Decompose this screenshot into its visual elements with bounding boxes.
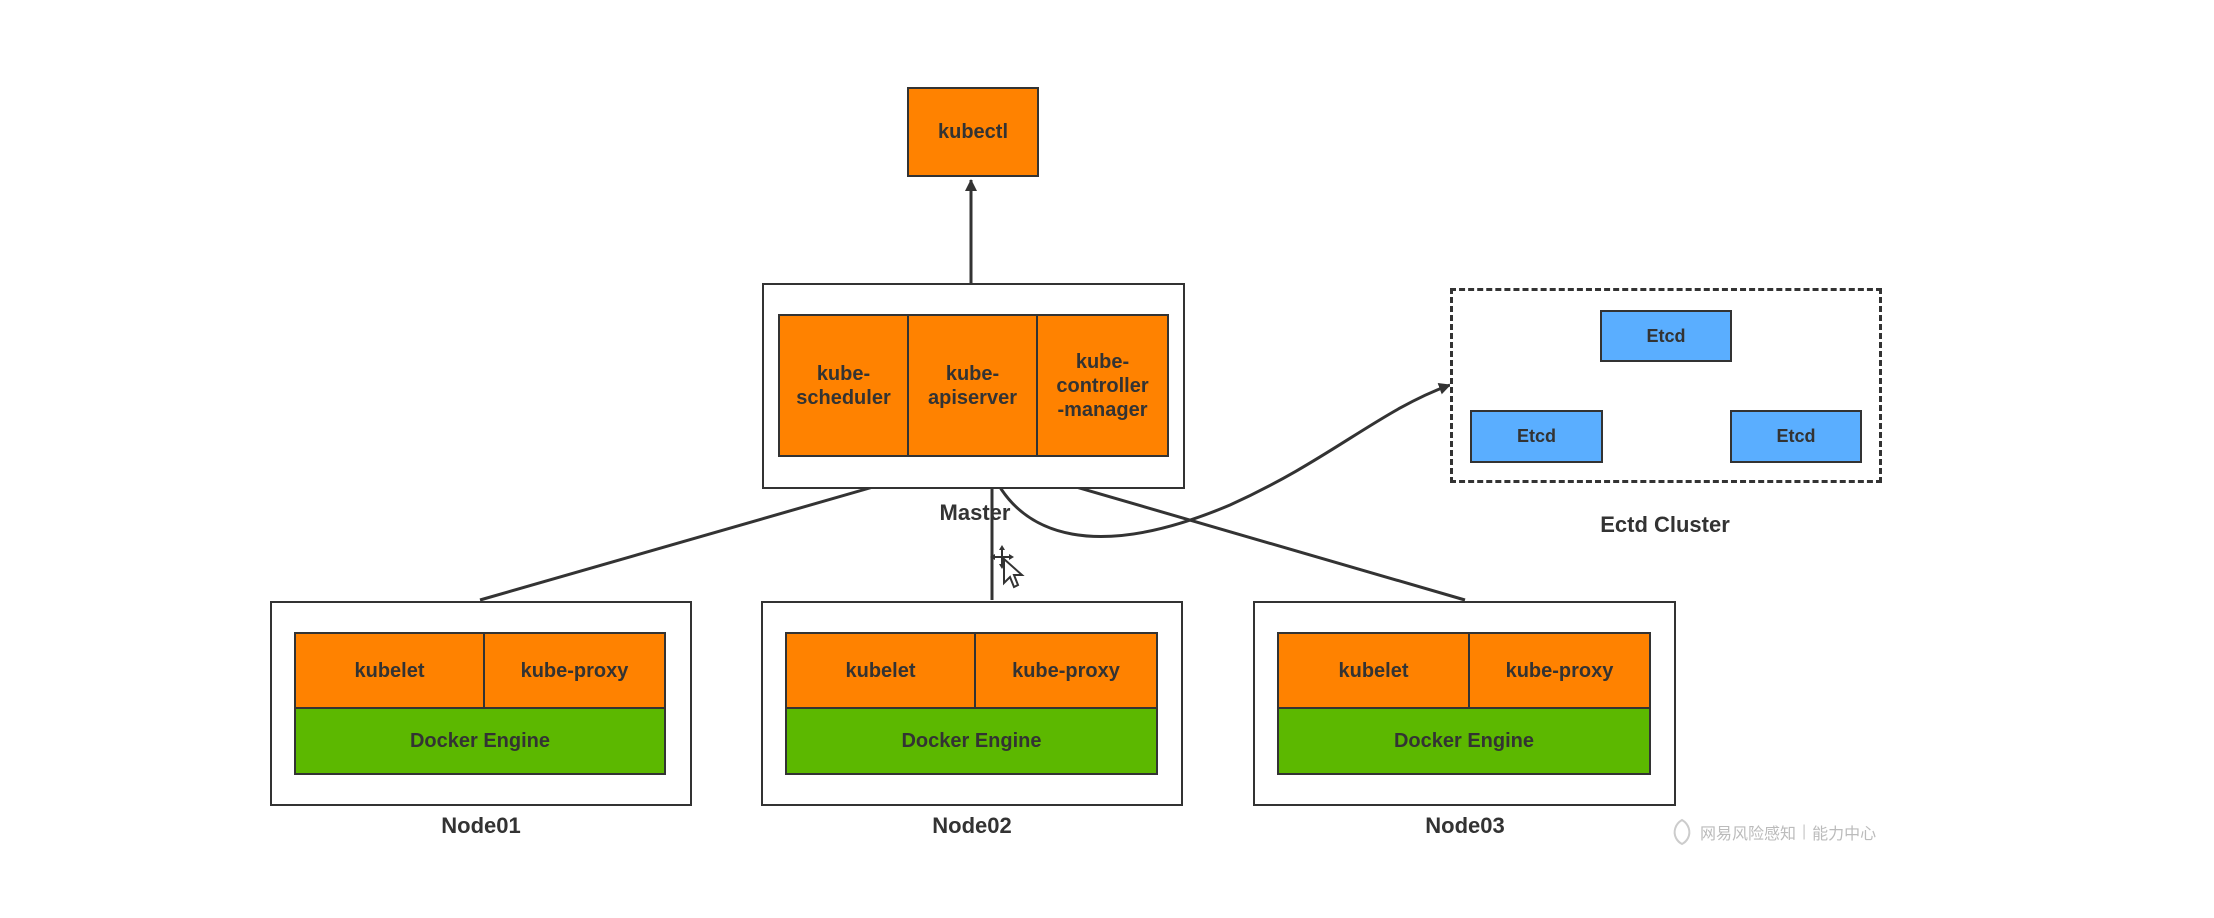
- node02-kubelet-box: kubelet: [785, 632, 976, 709]
- node03-label: Node03: [1425, 813, 1505, 838]
- etcd-cluster-label: Ectd Cluster: [1600, 512, 1730, 537]
- watermark-right-text: 能力中心: [1812, 826, 1877, 843]
- kube-apiserver-box: kube- apiserver: [907, 314, 1038, 457]
- kube-controller-manager-box: kube- controller -manager: [1036, 314, 1169, 457]
- move-cursor-icon: [990, 545, 1026, 595]
- etcd-node-right-label: Etcd: [1776, 426, 1816, 446]
- etcd-node-right: Etcd: [1730, 410, 1862, 463]
- watermark-logo-icon: [1673, 818, 1691, 846]
- node01-kube-proxy-label: kube-proxy: [520, 659, 629, 682]
- node03-docker-engine-label: Docker Engine: [1393, 729, 1535, 752]
- node03-kube-proxy-label: kube-proxy: [1505, 659, 1614, 682]
- node03-kubelet-label: kubelet: [1338, 659, 1409, 682]
- node02-kube-proxy-box: kube-proxy: [974, 632, 1158, 709]
- node01-label: Node01: [441, 813, 521, 838]
- watermark-left-text: 网易风险感知: [1700, 826, 1797, 843]
- etcd-node-left-label: Etcd: [1516, 426, 1556, 446]
- node01-kubelet-box: kubelet: [294, 632, 485, 709]
- node02-label: Node02: [932, 813, 1012, 838]
- master-label: Master: [939, 500, 1011, 525]
- watermark-divider: |: [1802, 823, 1807, 840]
- node03-docker-engine-box: Docker Engine: [1277, 707, 1651, 775]
- node03-kube-proxy-box: kube-proxy: [1468, 632, 1651, 709]
- node01-docker-engine-box: Docker Engine: [294, 707, 666, 775]
- node02-kubelet-label: kubelet: [845, 659, 916, 682]
- node03-kubelet-box: kubelet: [1277, 632, 1470, 709]
- etcd-node-top-label: Etcd: [1646, 325, 1686, 346]
- node02-kube-proxy-label: kube-proxy: [1012, 659, 1120, 682]
- node01-kube-proxy-box: kube-proxy: [483, 632, 666, 709]
- etcd-node-left: Etcd: [1470, 410, 1603, 463]
- node02-docker-engine-box: Docker Engine: [785, 707, 1158, 775]
- kubectl-label: kubectl: [937, 121, 1009, 143]
- kube-apiserver-label: kube- apiserver: [928, 362, 1017, 409]
- kube-scheduler-label: kube- scheduler: [796, 362, 891, 409]
- kube-controller-manager-label: kube- controller -manager: [1056, 350, 1149, 421]
- node02-docker-engine-label: Docker Engine: [901, 729, 1042, 752]
- kube-scheduler-box: kube- scheduler: [778, 314, 909, 457]
- watermark: 网易风险感知 | 能力中心: [1670, 818, 1876, 846]
- node01-docker-engine-label: Docker Engine: [409, 729, 551, 752]
- node01-kubelet-label: kubelet: [354, 659, 425, 682]
- kubectl-box: kubectl: [907, 87, 1039, 177]
- etcd-node-top: Etcd: [1600, 310, 1732, 362]
